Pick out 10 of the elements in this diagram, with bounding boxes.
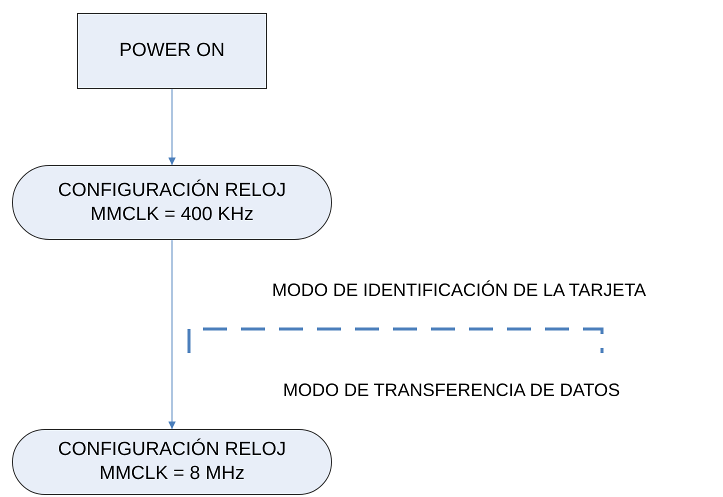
mode-label: MODO DE IDENTIFICACIÓN DE LA TARJETA [272,279,646,302]
node-text: CONFIGURACIÓN RELOJ [58,178,286,202]
node-text: POWER ON [119,39,225,63]
arrow [168,240,176,429]
node-text: MMCLK = 400 KHz [90,202,254,226]
mode-label: MODO DE TRANSFERENCIA DE DATOS [283,379,620,402]
arrow [168,89,176,165]
process-box [77,13,267,89]
node-text: MMCLK = 8 MHz [99,462,245,486]
node-text: CONFIGURACIÓN RELOJ [58,438,286,462]
